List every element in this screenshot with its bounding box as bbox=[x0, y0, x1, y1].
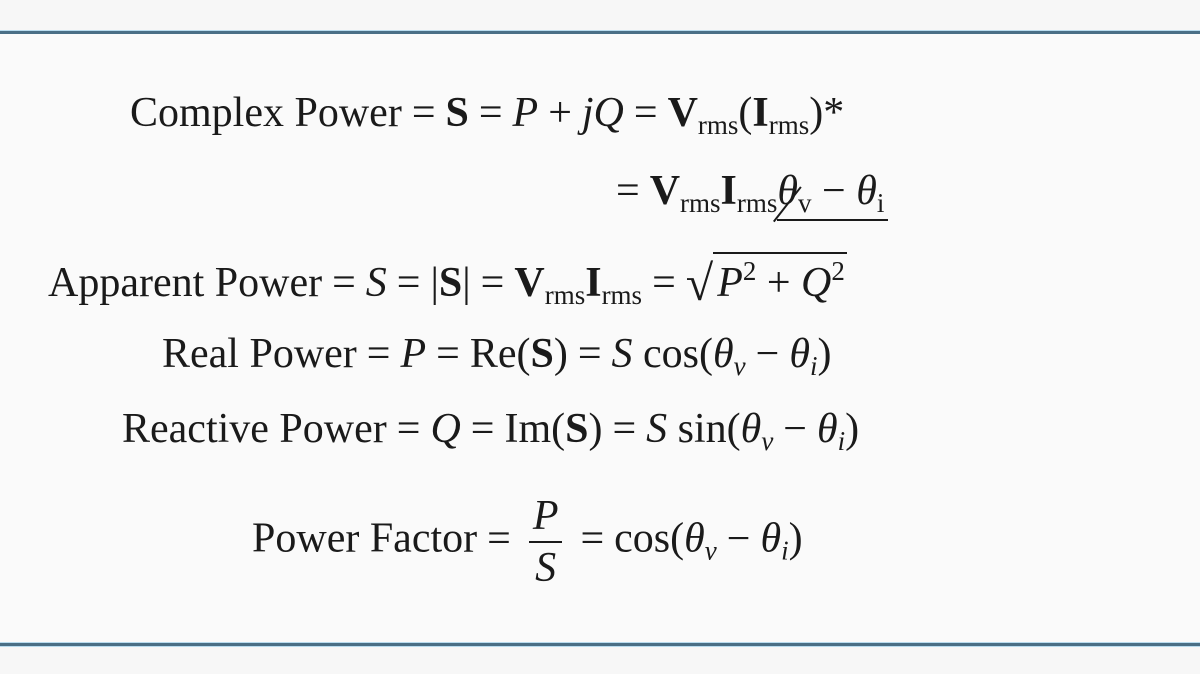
math-term: I bbox=[720, 168, 737, 214]
operator: = bbox=[487, 515, 511, 562]
math-term: )* bbox=[809, 90, 845, 136]
math-term: Real Power bbox=[162, 331, 357, 377]
math-term: + bbox=[756, 260, 802, 306]
math-term: θ bbox=[684, 515, 705, 562]
fraction-numerator: P bbox=[528, 495, 563, 543]
math-term: Im( bbox=[504, 406, 566, 452]
math-term: rms bbox=[544, 280, 586, 310]
operator: = bbox=[577, 331, 602, 377]
operator: = bbox=[580, 515, 605, 562]
fraction-denominator: S bbox=[535, 545, 557, 591]
math-term: θ bbox=[740, 406, 762, 452]
math-term: cos( bbox=[614, 515, 685, 562]
math-term: rms bbox=[601, 280, 643, 310]
operator: = bbox=[633, 90, 658, 136]
math-term: rms bbox=[768, 110, 810, 140]
operator: = bbox=[652, 260, 676, 306]
math-term: Q bbox=[430, 406, 461, 452]
math-term: i bbox=[876, 188, 885, 218]
math-term: | bbox=[430, 260, 439, 306]
math-term: i bbox=[781, 535, 789, 566]
math-term: rms bbox=[697, 110, 739, 140]
math-term: S bbox=[438, 260, 463, 306]
math-term: v bbox=[733, 351, 746, 381]
operator: = bbox=[396, 406, 421, 452]
math-term: S bbox=[530, 331, 554, 377]
math-term: θ bbox=[816, 406, 838, 452]
operator: − bbox=[726, 515, 751, 562]
math-term: P bbox=[717, 260, 743, 306]
math-term: Apparent Power bbox=[48, 260, 323, 306]
math-term: θ bbox=[856, 168, 877, 214]
equation-complex-power-polar: =VrmsIrmsθv − θi bbox=[606, 168, 889, 221]
math-term: Reactive Power bbox=[122, 406, 387, 452]
math-term: Re( bbox=[469, 331, 531, 377]
math-term: cos( bbox=[632, 331, 714, 377]
math-term: jQ bbox=[581, 90, 624, 136]
radical-sign: √ bbox=[685, 255, 714, 311]
math-term: S bbox=[646, 406, 668, 452]
equation-apparent-power: Apparent Power=S=|S|=VrmsIrms=√P2 + Q2 bbox=[48, 252, 847, 309]
math-term: i bbox=[837, 426, 846, 456]
operator: = bbox=[366, 331, 391, 377]
math-term: S bbox=[365, 260, 387, 306]
equation-reactive-power: Reactive Power=Q=Im(S)=S sin(θv−θi) bbox=[122, 408, 859, 455]
math-term: θ bbox=[713, 331, 734, 377]
math-term: S bbox=[445, 90, 469, 136]
operator: = bbox=[470, 406, 495, 452]
operator: = bbox=[616, 168, 640, 214]
math-term: I bbox=[585, 260, 602, 306]
formula-panel bbox=[0, 34, 1200, 643]
math-term: θ bbox=[789, 331, 810, 377]
math-term: V bbox=[667, 90, 698, 136]
math-term: | bbox=[462, 260, 471, 306]
operator: = bbox=[436, 331, 460, 377]
math-term: S bbox=[611, 331, 633, 377]
operator: = bbox=[332, 260, 356, 306]
math-term: sin( bbox=[667, 406, 741, 452]
operator: = bbox=[478, 90, 503, 136]
math-term: v bbox=[798, 188, 812, 218]
math-term: i bbox=[809, 351, 818, 381]
math-term: Power Factor bbox=[252, 515, 478, 562]
math-term: rms bbox=[680, 188, 721, 218]
math-term: θ bbox=[777, 168, 799, 214]
operator: − bbox=[755, 331, 780, 377]
math-term: ) bbox=[817, 331, 832, 377]
math-term: rms bbox=[736, 188, 778, 218]
math-term: ( bbox=[738, 90, 753, 136]
math-term: 2 bbox=[831, 256, 845, 286]
math-term: 2 bbox=[742, 256, 757, 286]
operator: = bbox=[411, 90, 436, 136]
square-root-radicand: P2 + Q2 bbox=[713, 252, 847, 304]
math-term: P bbox=[400, 331, 427, 377]
equation-complex-power: Complex Power=S=P+jQ=Vrms(Irms)* bbox=[130, 92, 844, 139]
math-term: ) bbox=[553, 331, 568, 377]
math-term: P bbox=[512, 90, 539, 136]
operator: = bbox=[396, 260, 421, 306]
math-term: θ bbox=[760, 515, 782, 562]
operator: = bbox=[480, 260, 505, 306]
phase-angle: θv − θi bbox=[777, 168, 889, 221]
top-border-rule bbox=[0, 31, 1200, 34]
math-term: ) bbox=[588, 406, 603, 452]
math-term: I bbox=[752, 90, 769, 136]
bottom-border-rule bbox=[0, 643, 1200, 646]
math-term: ) bbox=[788, 515, 803, 562]
operator: = bbox=[612, 406, 637, 452]
math-term: v bbox=[704, 535, 717, 566]
operator: − bbox=[783, 406, 807, 452]
math-term: Complex Power bbox=[130, 90, 402, 136]
math-term: − bbox=[811, 168, 857, 214]
math-term: Q bbox=[801, 260, 832, 306]
math-term: V bbox=[649, 168, 681, 214]
math-term: v bbox=[761, 426, 774, 456]
math-term: S bbox=[565, 406, 589, 452]
equation-real-power: Real Power=P=Re(S)=S cos(θv−θi) bbox=[162, 333, 831, 380]
math-term: V bbox=[514, 260, 545, 306]
math-term: ) bbox=[845, 406, 860, 452]
operator: + bbox=[548, 90, 572, 136]
